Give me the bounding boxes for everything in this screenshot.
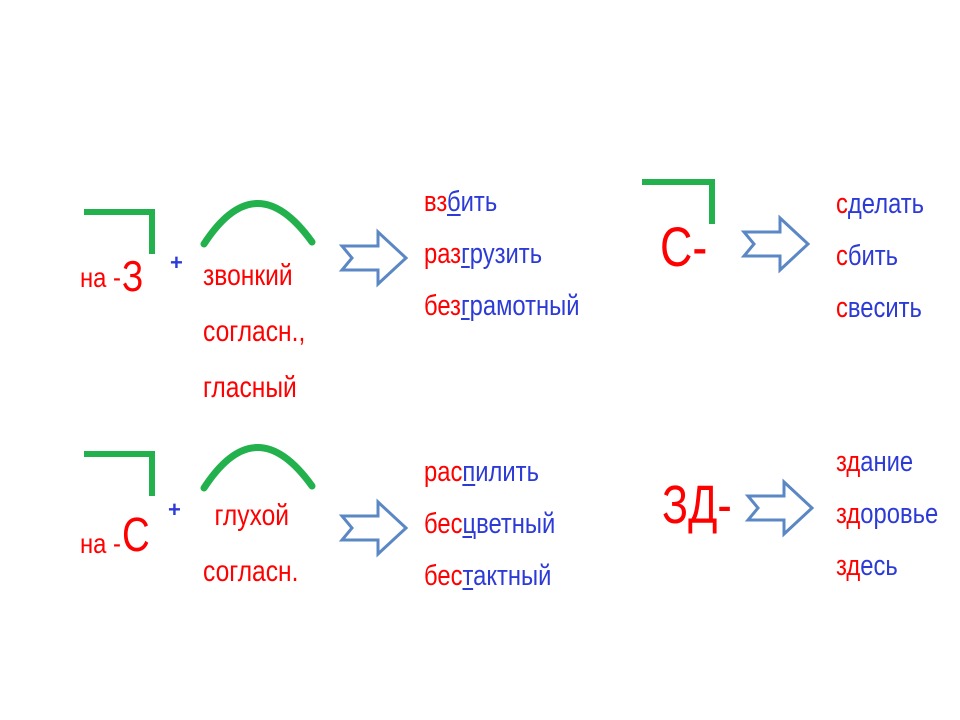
example-word: свесить — [836, 292, 922, 324]
condition-line: согласн. — [203, 555, 299, 588]
examples-list: здание здоровье здесь — [836, 436, 960, 592]
condition-line: гласный — [203, 371, 297, 404]
prefix-letter: С — [122, 509, 150, 562]
example-word: бесцветный — [424, 508, 556, 540]
condition-line: согласн., — [203, 315, 306, 348]
examples-list: сделать сбить свесить — [836, 178, 943, 334]
root-arc-icon — [200, 444, 316, 492]
plus-sign: + — [170, 250, 183, 275]
plus-sign: + — [168, 497, 181, 522]
prefix-label: на - — [80, 262, 121, 293]
example-word: сделать — [836, 188, 925, 220]
example-word: взбить — [424, 186, 498, 218]
prefix-bracket-icon — [84, 209, 155, 254]
arrow-right-icon — [744, 478, 815, 538]
example-word: бестактный — [424, 560, 552, 592]
condition-text: звонкий согласн., гласный — [203, 248, 328, 416]
prefix-letter: З — [122, 252, 144, 301]
arrow-right-icon — [338, 228, 409, 288]
example-word: сбить — [836, 240, 899, 272]
examples-list: распилить бесцветный бестактный — [424, 446, 584, 602]
example-word: безграмотный — [424, 290, 580, 322]
prefix-bracket-icon — [642, 179, 715, 224]
example-word: здание — [836, 446, 914, 478]
example-word: распилить — [424, 456, 539, 488]
condition-text: глухой согласн. — [203, 488, 319, 600]
root-arc-icon — [200, 200, 316, 248]
prefix-label: ЗД- — [662, 475, 732, 535]
prefix-label: на - — [80, 528, 121, 559]
example-word: здесь — [836, 550, 898, 582]
example-word: здоровье — [836, 498, 939, 530]
example-word: разгрузить — [424, 238, 543, 270]
arrow-right-icon — [740, 214, 811, 274]
arrow-right-icon — [338, 498, 409, 558]
prefix-bracket-icon — [84, 451, 155, 496]
condition-line: звонкий — [203, 259, 293, 292]
examples-list: взбить разгрузить безграмотный — [424, 176, 614, 332]
prefix-label: С- — [660, 215, 708, 278]
condition-line: глухой — [214, 499, 290, 532]
